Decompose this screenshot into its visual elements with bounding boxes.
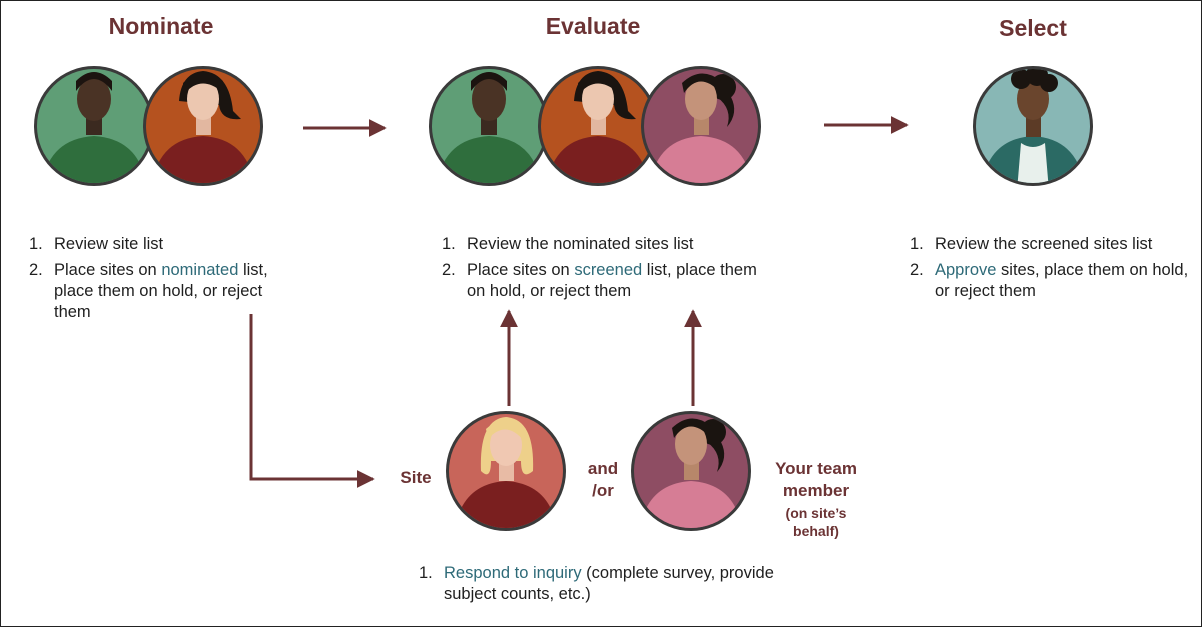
list-item: 1. Review the screened sites list — [910, 234, 1190, 255]
evaluate-steps: 1. Review the nominated sites list 2. Pl… — [442, 234, 762, 307]
list-item: 1. Review site list — [29, 234, 279, 255]
step-text-post: (complete survey, provide subject counts… — [444, 564, 774, 603]
step-text-post: list, place them on hold, or reject them — [467, 261, 757, 300]
list-item: 2. Place sites on nominated list, place … — [29, 260, 279, 323]
site-label: Site — [400, 468, 432, 487]
mauve-person-icon — [631, 411, 751, 531]
arrow-nominate-to-site — [249, 314, 375, 488]
screened-keyword: screened — [574, 261, 643, 279]
step-number: 1. — [29, 235, 43, 253]
step-number: 1. — [419, 564, 433, 582]
inquiry-steps: 1. Respond to inquiry (complete survey, … — [419, 563, 799, 610]
step-number: 2. — [442, 261, 456, 279]
team-member-title: Your team member — [775, 459, 857, 500]
step-text: Review site list — [54, 235, 164, 253]
step-text-post: list, place them on hold, or reject them — [54, 261, 268, 321]
nominated-keyword: nominated — [161, 261, 239, 279]
team-member-note: (on site’s behalf) — [785, 505, 847, 539]
step-number: 1. — [910, 235, 924, 253]
teal-person-icon — [973, 66, 1093, 186]
select-steps: 1. Review the screened sites list 2. App… — [910, 234, 1190, 307]
approve-keyword: Approve — [935, 261, 997, 279]
respond-keyword: Respond to inquiry — [444, 564, 582, 582]
step-text: Review the nominated sites list — [467, 235, 694, 253]
heading-evaluate: Evaluate — [545, 13, 641, 39]
list-item: 2. Place sites on screened list, place t… — [442, 260, 762, 302]
nominate-steps: 1. Review site list 2. Place sites on no… — [29, 234, 279, 328]
and-or-connector: and /or — [587, 459, 619, 500]
step-text-post: sites, place them on hold, or reject the… — [935, 261, 1189, 300]
green-person-icon — [429, 66, 549, 186]
step-text-pre: Place sites on — [54, 261, 162, 279]
step-number: 2. — [29, 261, 43, 279]
step-text-pre: Place sites on — [467, 261, 575, 279]
orange-person-icon — [538, 66, 658, 186]
list-item: 1. Respond to inquiry (complete survey, … — [419, 563, 799, 605]
heading-select: Select — [999, 15, 1067, 41]
step-text: Review the screened sites list — [935, 235, 1153, 253]
step-number: 1. — [442, 235, 456, 253]
blonde-person-icon — [446, 411, 566, 531]
green-person-icon — [34, 66, 154, 186]
step-number: 2. — [910, 261, 924, 279]
team-member-label: Your team member (on site’s behalf) — [761, 458, 871, 540]
list-item: 1. Review the nominated sites list — [442, 234, 762, 255]
list-item: 2. Approve sites, place them on hold, or… — [910, 260, 1190, 302]
orange-person-icon — [143, 66, 263, 186]
mauve-person-icon — [641, 66, 761, 186]
heading-nominate: Nominate — [108, 13, 214, 39]
